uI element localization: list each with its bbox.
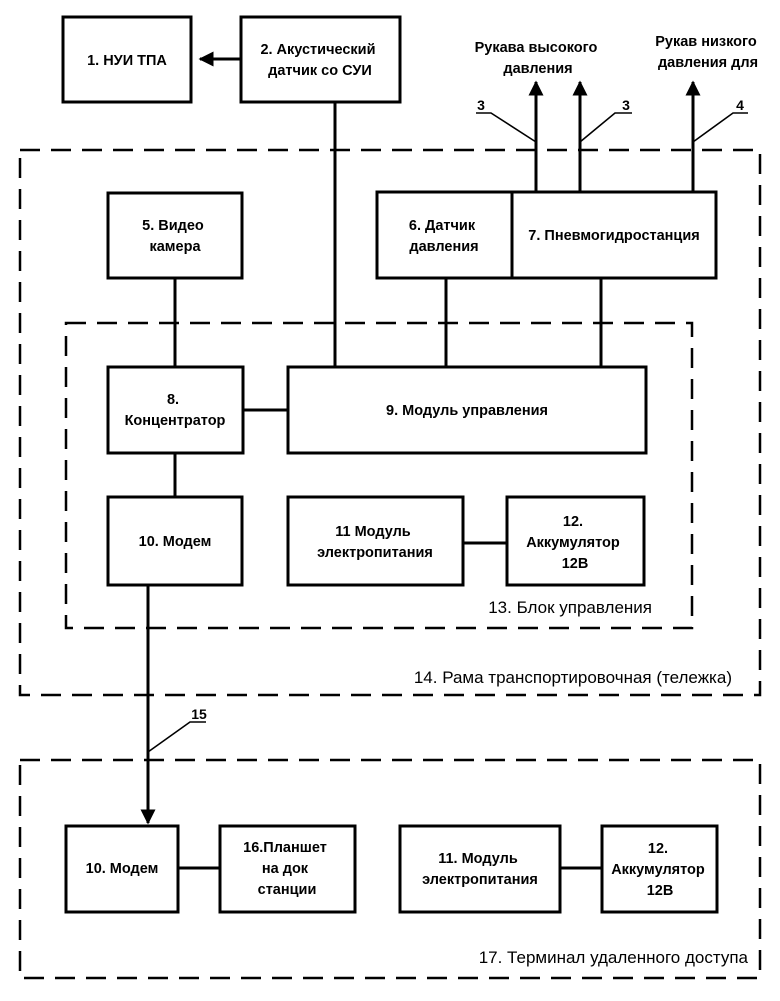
- block-battery-upper: 12. Аккумулятор 12В: [507, 497, 644, 585]
- svg-text:10. Модем: 10. Модем: [86, 861, 159, 877]
- block-power-module-upper: 11 Модуль электропитания: [288, 497, 463, 585]
- block-nui-tpa: 1. НУИ ТПА: [63, 17, 191, 102]
- line-number-3a: 3: [477, 97, 485, 113]
- svg-text:10. Модем: 10. Модем: [139, 534, 212, 550]
- block-battery-lower: 12. Аккумулятор 12В: [602, 826, 717, 912]
- hose-high-label: Рукава высокого давления: [475, 40, 602, 77]
- block-modem-lower: 10. Модем: [66, 826, 178, 912]
- block-modem-upper: 10. Модем: [108, 497, 242, 585]
- block-video-camera: 5. Видео камера: [108, 193, 242, 278]
- line-number-3b: 3: [622, 97, 630, 113]
- group-label-control-unit: 13. Блок управления: [488, 598, 652, 617]
- block-control-module: 9. Модуль управления: [288, 367, 646, 453]
- block-pressure-sensor: 6. Датчик давления: [377, 192, 512, 278]
- block-acoustic-sensor: 2. Акустический датчик со СУИ: [241, 17, 400, 102]
- line-number-15: 15: [191, 706, 207, 722]
- hose-low-label: Рукав низкого давления для: [655, 34, 761, 71]
- svg-text:7. Пневмогидростанция: 7. Пневмогидростанция: [528, 228, 699, 244]
- block-tablet-dock: 16.Планшет на док станции: [220, 826, 355, 912]
- svg-text:9. Модуль управления: 9. Модуль управления: [386, 403, 548, 419]
- line-number-4: 4: [736, 97, 744, 113]
- group-label-transport-frame: 14. Рама транспортировочная (тележка): [414, 668, 732, 687]
- group-label-remote-terminal: 17. Терминал удаленного доступа: [479, 948, 749, 967]
- block-hub: 8. Концентратор: [108, 367, 243, 453]
- svg-text:1. НУИ ТПА: 1. НУИ ТПА: [87, 53, 167, 69]
- block-hydraulic-station: 7. Пневмогидростанция: [512, 192, 716, 278]
- block-power-module-lower: 11. Модуль электропитания: [400, 826, 560, 912]
